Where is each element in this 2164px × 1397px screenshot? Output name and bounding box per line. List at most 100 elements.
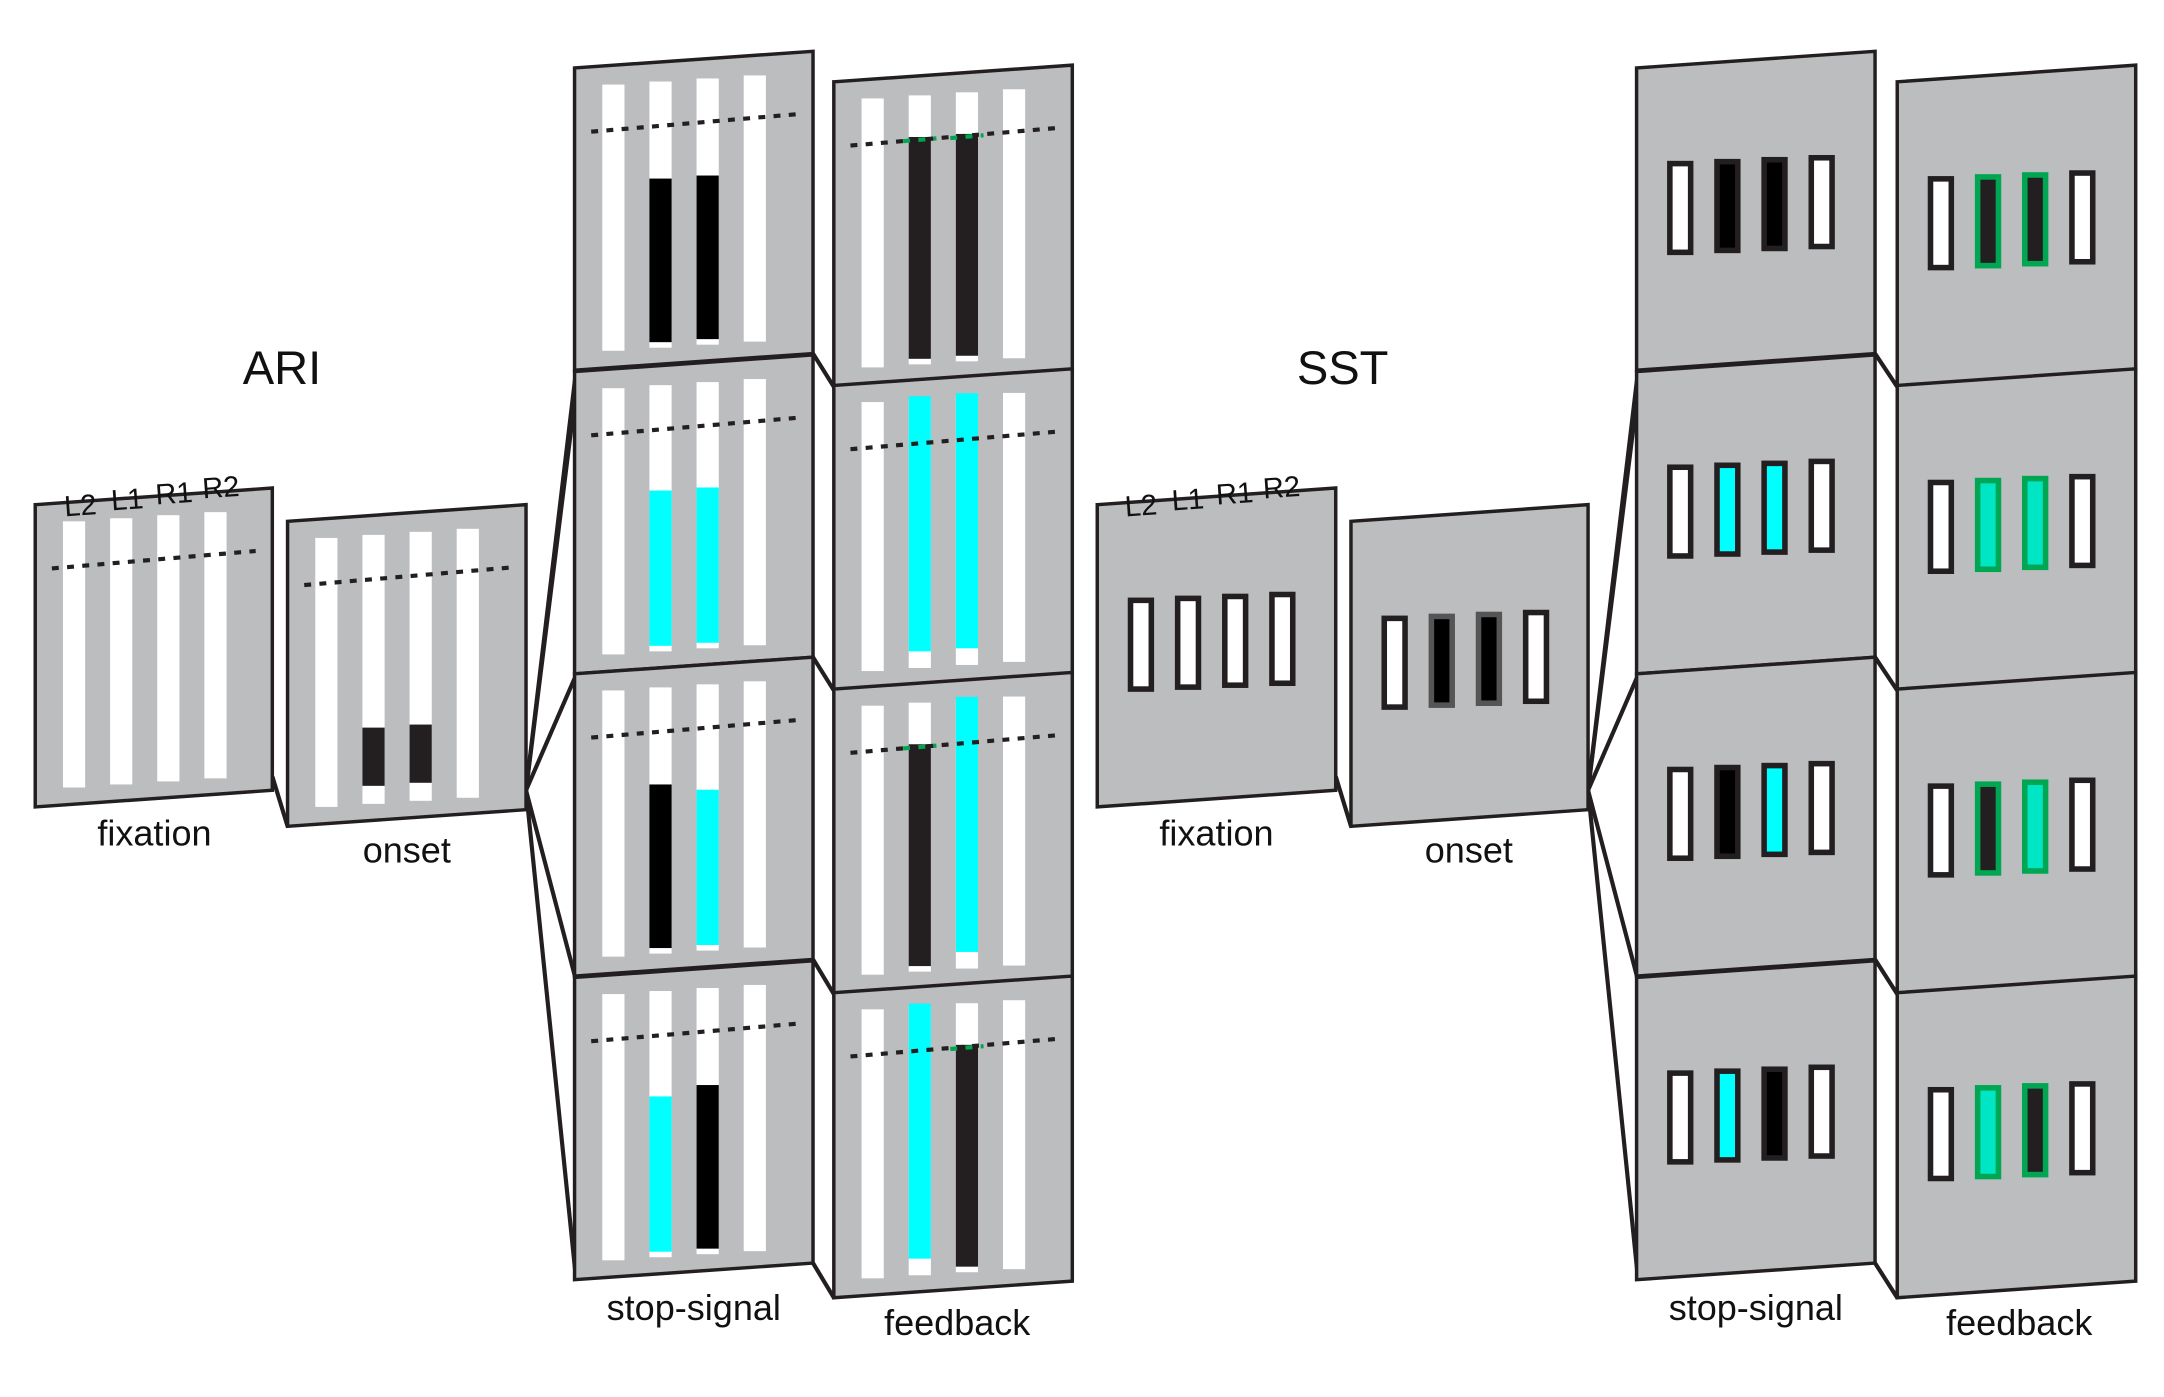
ari-fixation-panel-bar-3 xyxy=(204,512,227,779)
ari-connector-3 xyxy=(524,789,578,981)
ari-connector-2 xyxy=(524,674,578,792)
sst-key-label-l1: L1 xyxy=(1171,483,1206,517)
sst-stop-feedback-edge-2 xyxy=(1873,958,1899,996)
ari-onset-panel-bar-0 xyxy=(315,537,338,807)
sst-onset-panel-box-1 xyxy=(1428,613,1455,708)
ari-stop-panel-1-stop-line xyxy=(591,415,797,438)
ari-stop-panel-3-bar-fill-2 xyxy=(696,1085,719,1249)
sst-feedback-panel-2-box-1 xyxy=(1974,781,2002,876)
sst-feedback-panel-1-box-0 xyxy=(1927,479,1955,574)
sst-stop-panel-3 xyxy=(1634,958,1877,1282)
sst-onset-label: onset xyxy=(1425,829,1513,870)
sst-feedback-panel-2-box-0 xyxy=(1927,783,1955,878)
ari-feedback-panel-2-bar-0 xyxy=(861,705,884,975)
sst-feedback-panel-1-box-3 xyxy=(2069,473,2096,569)
sst-onset-panel-box-3 xyxy=(1522,609,1550,705)
ari-feedback-panel-0-stop-line xyxy=(850,126,1056,148)
sst-stop-panel-0-box-1 xyxy=(1714,158,1741,254)
sst-connector-2 xyxy=(1586,674,1640,792)
sst-onset-panel-box-2 xyxy=(1475,611,1503,706)
ari-fixation-panel-bar-1 xyxy=(110,518,133,785)
sst-connector-1 xyxy=(1585,390,1641,791)
ari-stop-panel-3 xyxy=(572,958,815,1282)
ari-key-label-l2: L2 xyxy=(63,489,98,523)
sst-fixation-panel-box-1 xyxy=(1174,595,1202,690)
ari-fixation-panel-stop-line xyxy=(51,548,256,571)
sst-feedback-panel-2 xyxy=(1895,670,2138,996)
ari-fixation-onset-edge xyxy=(270,775,290,827)
sst-stop-panel-2 xyxy=(1634,655,1877,978)
ari-fixation-label: fixation xyxy=(97,813,211,854)
ari-feedback-panel-3-bar-0 xyxy=(861,1009,884,1279)
sst-stop-panel-2-box-0 xyxy=(1667,766,1694,861)
sst-key-labels: L2 L1 R1 R2 xyxy=(1124,471,1301,524)
ari-feedback-panel-1-bar-fill-2 xyxy=(955,393,979,649)
sst-key-label-r1: R1 xyxy=(1215,477,1254,512)
ari-stop-feedback-edge-3 xyxy=(811,1261,836,1299)
sst-feedback-panel-0 xyxy=(1895,63,2138,389)
ari-stop-panel-2-stop-line xyxy=(591,718,797,740)
connector-lines xyxy=(270,352,1899,1299)
ari-key-labels: L2 L1 R1 R2 xyxy=(63,471,240,524)
ari-fixation-panel-bar-2 xyxy=(157,515,180,782)
sst-feedback-panel-3-box-0 xyxy=(1927,1086,1955,1182)
sst-stop-panel-0-box-2 xyxy=(1761,156,1788,252)
sst-feedback-panel-2-box-2 xyxy=(2022,779,2049,874)
ari-stop-panel-1-bar-fill-2 xyxy=(696,487,719,643)
sst-onset-panel-box-0 xyxy=(1381,615,1408,710)
sst-stop-panel-3-box-3 xyxy=(1808,1064,1835,1159)
sst-feedback-panel-0-box-1 xyxy=(1974,174,2002,269)
ari-stop-feedback-edge-1 xyxy=(811,656,836,692)
ari-stop-panel-0 xyxy=(572,49,815,373)
sst-stop-feedback-edge-0 xyxy=(1873,352,1899,388)
ari-connector-1 xyxy=(523,390,579,791)
sst-stop-feedback-edge-3 xyxy=(1873,1261,1899,1299)
ari-stop-panel-2-bar-3 xyxy=(743,681,766,948)
sst-title: SST xyxy=(1297,341,1389,394)
sst-fixation-panel-box-0 xyxy=(1127,597,1155,692)
sst-stop-panel-2-box-2 xyxy=(1761,762,1788,858)
ari-feedback-panel-2-bar-3 xyxy=(1002,696,1026,966)
ari-feedback-label: feedback xyxy=(884,1302,1031,1343)
ari-stop-panel-1-bar-0 xyxy=(602,388,625,655)
ari-feedback-panel-1-bar-3 xyxy=(1002,392,1026,662)
sst-onset-panel-background xyxy=(1349,502,1590,829)
sst-fixation-panel xyxy=(1095,486,1338,809)
ari-feedback-panel-1 xyxy=(832,366,1075,693)
ari-stop-panel-2 xyxy=(572,655,815,978)
ari-stop-panel-1-bar-fill-1 xyxy=(649,490,672,646)
sst-stop-feedback-edge-1 xyxy=(1873,656,1899,692)
sst-stop-panel-3-box-0 xyxy=(1667,1070,1694,1165)
ari-stop-panel-0-bar-fill-2 xyxy=(696,175,719,340)
sst-key-label-l2: L2 xyxy=(1124,489,1159,523)
ari-stop-panel-1 xyxy=(572,353,815,676)
sst-stop-panel-2-box-1 xyxy=(1714,764,1741,860)
ari-feedback-panel-3 xyxy=(832,974,1075,1300)
sst-feedback-panel-0-box-3 xyxy=(2069,170,2096,265)
ari-title: ARI xyxy=(243,341,322,394)
ari-stop-panel-3-bar-fill-1 xyxy=(649,1096,672,1252)
sst-stop-panel-0-box-3 xyxy=(1808,155,1835,250)
ari-feedback-panel-0-success-mark-1 xyxy=(902,136,937,144)
ari-feedback-panel-0-success-mark-2 xyxy=(950,133,984,141)
ari-stop-panel-2-bar-fill-2 xyxy=(696,789,719,946)
sst-fixation-panel-box-2 xyxy=(1222,593,1249,688)
sst-stop-panel-1 xyxy=(1634,353,1877,676)
ari-stop-panel-0-bar-3 xyxy=(743,75,766,342)
ari-stop-panel-3-bar-0 xyxy=(602,994,625,1261)
sst-stop-panel-1-box-0 xyxy=(1667,464,1694,559)
sst-stop-panel-3-box-1 xyxy=(1714,1068,1741,1163)
ari-stop-panel-1-bar-3 xyxy=(743,379,766,646)
ari-feedback-panel-0-bar-0 xyxy=(861,98,884,368)
ari-fixation-panel xyxy=(33,486,275,809)
sst-fixation-label: fixation xyxy=(1159,813,1273,854)
sst-stop-panel-1-box-3 xyxy=(1808,458,1835,553)
ari-feedback-panel-3-bar-fill-2 xyxy=(955,1044,979,1267)
sst-stop-panel-1-box-2 xyxy=(1761,460,1788,555)
ari-stop-panel-0-bar-0 xyxy=(602,84,625,351)
ari-feedback-panel-0-bar-3 xyxy=(1002,89,1026,359)
sst-connector-4 xyxy=(1585,790,1641,1279)
ari-stop-feedback-edge-2 xyxy=(811,958,836,996)
sst-feedback-panel-2-box-3 xyxy=(2069,777,2096,872)
